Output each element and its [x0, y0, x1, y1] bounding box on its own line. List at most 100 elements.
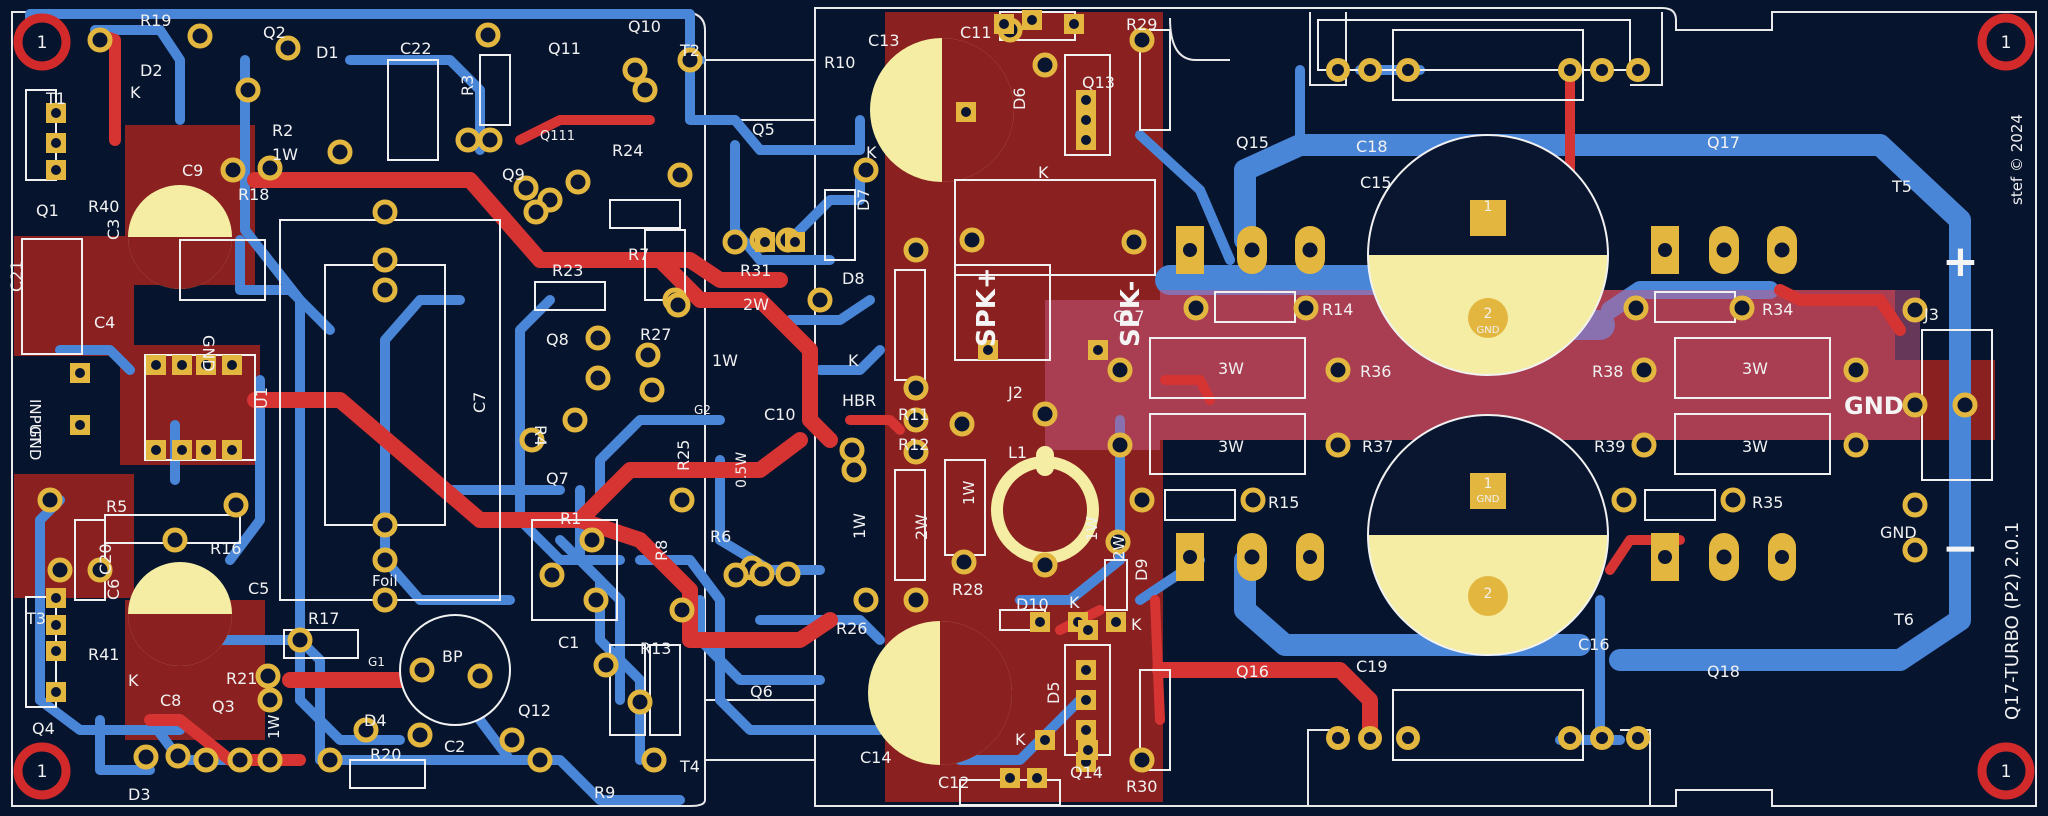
ref-q14: Q14	[1070, 763, 1103, 782]
via	[585, 365, 611, 391]
via	[1729, 295, 1755, 321]
ref-j3: J3	[1923, 305, 1939, 324]
ref-c14: C14	[860, 748, 892, 767]
ref-w2: 2W	[743, 295, 769, 314]
c16-pad-1-label: 1	[1484, 476, 1493, 492]
via	[257, 155, 283, 181]
ref-r18: R18	[238, 185, 269, 204]
ref-w2b: 2W	[912, 514, 931, 540]
ref-g1: G1	[368, 655, 385, 669]
via	[669, 487, 695, 513]
pad-hole	[1658, 550, 1672, 564]
ref-r23: R23	[552, 261, 583, 280]
ref-q4: Q4	[32, 719, 55, 738]
ref-r34: R34	[1762, 300, 1793, 319]
via	[632, 77, 658, 103]
ref-k2: K	[1038, 163, 1049, 182]
ref-r29: R29	[1126, 15, 1157, 34]
mounting-hole-tl	[13, 13, 71, 71]
pad-hole	[1402, 732, 1414, 744]
pad-hole	[51, 165, 61, 175]
ref-w1: 1W	[272, 145, 298, 164]
ref-r5: R5	[106, 497, 127, 516]
via	[187, 23, 213, 49]
via	[499, 727, 525, 753]
mounting-hole-bl-label: 1	[37, 762, 48, 782]
pad-hole	[1111, 617, 1121, 627]
ref-r9: R9	[594, 783, 615, 802]
via	[665, 292, 691, 318]
via	[372, 547, 398, 573]
ref-foil: Foil	[372, 572, 398, 590]
via	[477, 127, 503, 153]
pad-hole	[1093, 345, 1103, 355]
pad-hole	[1564, 64, 1576, 76]
ref-3w-b: 3W	[1742, 359, 1768, 378]
via	[275, 35, 301, 61]
via	[372, 277, 398, 303]
ref-c10: C10	[764, 405, 796, 424]
via	[667, 162, 693, 188]
pad-hole	[1632, 64, 1644, 76]
via	[257, 747, 283, 773]
pad-hole	[1364, 64, 1376, 76]
reference-labels: R19 Q2 Q10 T2 C13 C11 R29 D2 K D1 C22 Q1…	[7, 11, 1979, 804]
ref-r40: R40	[88, 197, 119, 216]
pad-hole	[1402, 64, 1414, 76]
via	[722, 229, 748, 255]
ref-d4: D4	[364, 711, 387, 730]
via	[1032, 52, 1058, 78]
via	[959, 227, 985, 253]
via	[372, 247, 398, 273]
via	[565, 169, 591, 195]
via	[1952, 392, 1978, 418]
via	[585, 325, 611, 351]
ref-spk-minus: SPK-	[1116, 281, 1146, 347]
via	[1631, 357, 1657, 383]
via	[162, 527, 188, 553]
pad-hole	[999, 19, 1009, 29]
pad-hole	[1081, 135, 1091, 145]
ref-r26: R26	[836, 619, 867, 638]
copper-pour-overlay	[1045, 290, 1920, 450]
board-credit: stef © 2024	[2008, 114, 2026, 205]
minus-sign: −	[1942, 523, 1979, 574]
via	[467, 663, 493, 689]
ref-q15: Q15	[1236, 133, 1269, 152]
via	[409, 657, 435, 683]
ref-q2: Q2	[263, 23, 286, 42]
capacitor-c13	[870, 38, 1014, 182]
pad-hole	[1302, 242, 1318, 258]
pad-hole	[1632, 732, 1644, 744]
pad-hole	[201, 445, 211, 455]
pad-hole	[1069, 19, 1079, 29]
via	[513, 175, 539, 201]
mounting-holes: 1 1 1 1	[13, 13, 2035, 800]
via	[87, 557, 113, 583]
via	[1720, 487, 1746, 513]
via	[1623, 295, 1649, 321]
mounting-hole-br	[1977, 742, 2035, 800]
via	[1902, 392, 1928, 418]
ref-q10: Q10	[628, 17, 661, 36]
pad-hole	[1183, 243, 1197, 257]
ref-w1d: 1W	[265, 714, 283, 739]
capacitor-c16	[1367, 414, 1609, 656]
via	[749, 561, 775, 587]
ref-q8: Q8	[546, 330, 569, 349]
ref-r4: R4	[531, 425, 550, 446]
ref-w1e: 1W	[1083, 516, 1101, 541]
via	[1129, 27, 1155, 53]
ref-c8: C8	[160, 691, 181, 710]
vias	[37, 17, 1978, 773]
via	[1032, 401, 1058, 427]
via	[519, 427, 545, 453]
pad-hole	[227, 360, 237, 370]
pad-hole	[1658, 243, 1672, 257]
ref-c12: C12	[938, 773, 970, 792]
ref-spk-plus: SPK+	[972, 267, 1002, 347]
ref-c22: C22	[400, 39, 432, 58]
c16-pad-2-label: 2	[1484, 586, 1493, 602]
pad-hole	[1332, 64, 1344, 76]
via	[1293, 295, 1319, 321]
